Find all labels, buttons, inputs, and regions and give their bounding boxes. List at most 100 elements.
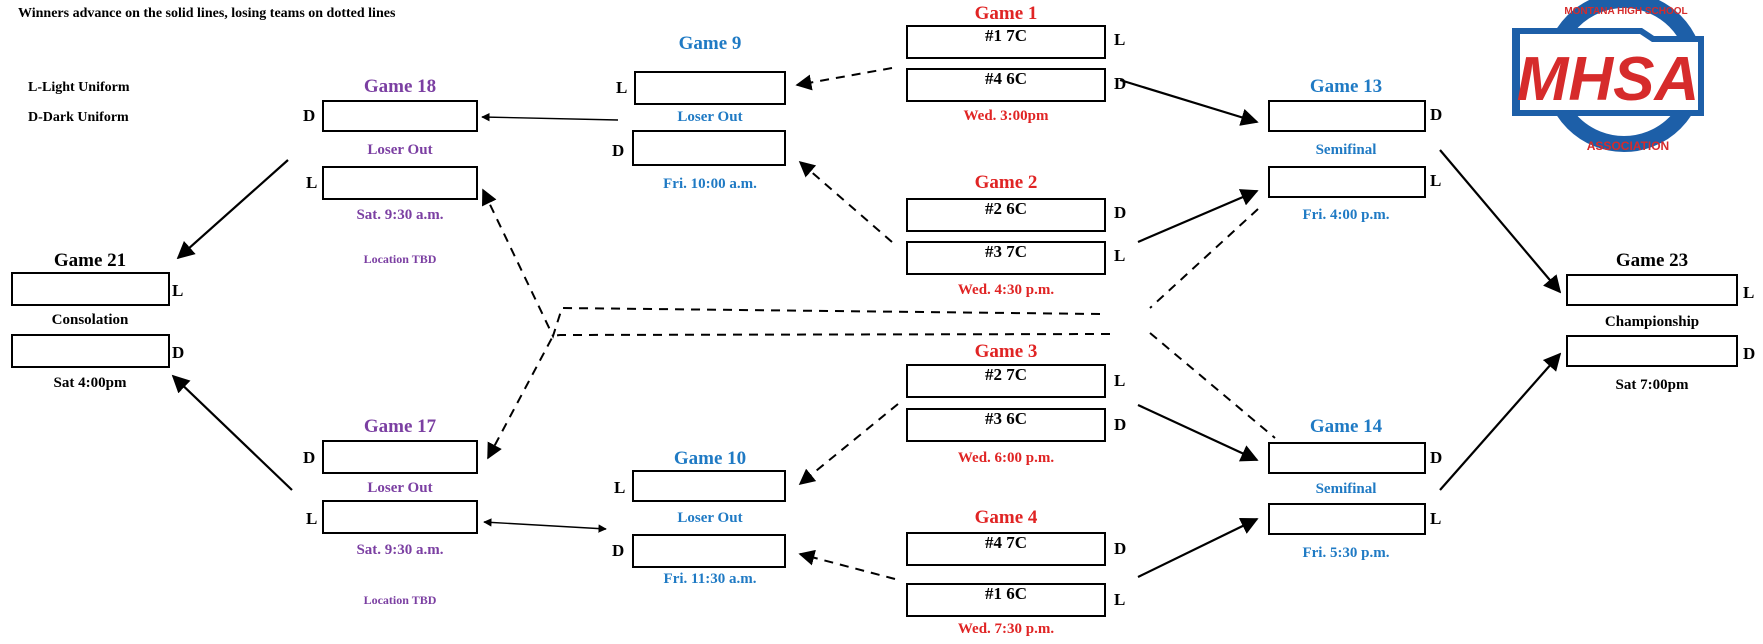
game-2-title: Game 2 bbox=[974, 172, 1038, 193]
game-13-side-2: L bbox=[1430, 171, 1442, 190]
game-23-side-2: D bbox=[1743, 344, 1756, 363]
winner-line-g1-g13 bbox=[1119, 78, 1259, 126]
game-10-slot-1[interactable] bbox=[632, 470, 786, 502]
svg-text:MONTANA HIGH SCHOOL: MONTANA HIGH SCHOOL bbox=[1564, 6, 1687, 17]
game-18-slot-2[interactable] bbox=[322, 166, 478, 200]
game-23-slot-1[interactable] bbox=[1566, 274, 1738, 306]
game-2-side-2: L bbox=[1114, 246, 1126, 265]
game-10-note: Loser Out bbox=[677, 510, 743, 526]
game-14-side-2: L bbox=[1430, 509, 1442, 528]
game-17-slot-1[interactable] bbox=[322, 440, 478, 474]
game-4-time: Wed. 7:30 p.m. bbox=[957, 621, 1055, 637]
game-1-title: Game 1 bbox=[974, 3, 1038, 24]
game-17-side-2: L bbox=[306, 509, 318, 528]
loser-line-g3-g10 bbox=[798, 403, 899, 486]
mhsa-logo: MHSA MONTANA HIGH SCHOOL ASSOCIATION bbox=[1504, 0, 1724, 160]
game-23-side-1: L bbox=[1743, 283, 1755, 302]
game-2-team-1[interactable]: #2 6C bbox=[906, 198, 1106, 232]
game-1-side-1: L bbox=[1114, 30, 1126, 49]
game-3-time: Wed. 6:00 p.m. bbox=[957, 450, 1055, 466]
game-1-team-1[interactable]: #1 7C bbox=[906, 25, 1106, 59]
game-17-title: Game 17 bbox=[363, 416, 437, 437]
logo-wordmark: MHSA bbox=[1517, 45, 1700, 114]
game-9-side-2: D bbox=[612, 141, 625, 160]
game-9-title: Game 9 bbox=[678, 33, 742, 54]
game-9-side-1: L bbox=[616, 78, 628, 97]
winner-line-g10-g17 bbox=[483, 518, 607, 533]
winner-line-g18-g21 bbox=[176, 159, 289, 260]
game-18-side-1: D bbox=[303, 106, 316, 125]
game-23-title: Game 23 bbox=[1615, 250, 1689, 271]
game-17-side-1: D bbox=[303, 448, 316, 467]
game-10-side-1: L bbox=[614, 478, 626, 497]
game-14-slot-1[interactable] bbox=[1268, 442, 1426, 474]
game-3-team-2[interactable]: #3 6C bbox=[906, 408, 1106, 442]
game-1-team-1-label: #1 7C bbox=[984, 26, 1028, 45]
game-3-side-2: D bbox=[1114, 415, 1127, 434]
game-14-time: Fri. 5:30 p.m. bbox=[1302, 545, 1390, 561]
winner-line-g3-g14 bbox=[1137, 404, 1259, 462]
game-4-side-2: L bbox=[1114, 590, 1126, 609]
game-18-side-2: L bbox=[306, 173, 318, 192]
game-10-time: Fri. 11:30 a.m. bbox=[663, 571, 757, 587]
game-3-team-2-label: #3 6C bbox=[984, 409, 1028, 428]
game-21-time: Sat 4:00pm bbox=[53, 375, 127, 391]
game-1-team-2[interactable]: #4 6C bbox=[906, 68, 1106, 102]
game-2-time: Wed. 4:30 p.m. bbox=[957, 282, 1055, 298]
game-14-note: Semifinal bbox=[1315, 481, 1377, 497]
game-3-team-1[interactable]: #2 7C bbox=[906, 364, 1106, 398]
game-21-slot-1[interactable] bbox=[11, 272, 170, 306]
game-2-side-1: D bbox=[1114, 203, 1127, 222]
game-10-title: Game 10 bbox=[673, 448, 747, 469]
game-4-team-2[interactable]: #1 6C bbox=[906, 583, 1106, 617]
game-14-side-1: D bbox=[1430, 448, 1443, 467]
mhsa-logo-graphic: MHSA MONTANA HIGH SCHOOL ASSOCIATION bbox=[1512, 0, 1704, 153]
game-17-location: Location TBD bbox=[363, 593, 437, 607]
game-4-team-1-label: #4 7C bbox=[984, 533, 1028, 552]
winner-line-g2-g13 bbox=[1137, 189, 1259, 244]
loser-line-g13-cross bbox=[1149, 208, 1259, 309]
game-13-slot-1[interactable] bbox=[1268, 100, 1426, 132]
game-3-side-1: L bbox=[1114, 371, 1126, 390]
loser-line-g13-g17 bbox=[487, 333, 1111, 460]
winner-line-g13-g23 bbox=[1439, 149, 1562, 294]
game-21-side-1: L bbox=[172, 281, 184, 300]
game-1-time: Wed. 3:00pm bbox=[963, 108, 1049, 124]
game-4-title: Game 4 bbox=[974, 507, 1038, 528]
loser-line-g14-g18 bbox=[482, 188, 1101, 339]
loser-line-g14-cross bbox=[1149, 332, 1276, 439]
game-23-time: Sat 7:00pm bbox=[1615, 377, 1689, 393]
game-10-slot-2[interactable] bbox=[632, 534, 786, 568]
game-10-side-2: D bbox=[612, 541, 625, 560]
game-9-slot-2[interactable] bbox=[632, 130, 786, 166]
game-23-slot-2[interactable] bbox=[1566, 335, 1738, 367]
loser-line-g1-g9 bbox=[795, 67, 893, 91]
game-2-team-1-label: #2 6C bbox=[984, 199, 1028, 218]
game-14-title: Game 14 bbox=[1309, 416, 1383, 437]
game-21-note: Consolation bbox=[51, 312, 129, 328]
game-13-note: Semifinal bbox=[1315, 142, 1377, 158]
game-21-side-2: D bbox=[172, 343, 185, 362]
game-21-title: Game 21 bbox=[53, 250, 127, 271]
winner-line-g9-g18 bbox=[481, 112, 619, 122]
svg-text:ASSOCIATION: ASSOCIATION bbox=[1587, 139, 1669, 153]
game-18-location: Location TBD bbox=[363, 252, 437, 266]
game-18-slot-1[interactable] bbox=[322, 100, 478, 132]
game-21-slot-2[interactable] bbox=[11, 334, 170, 368]
winner-line-g17-g21 bbox=[171, 374, 293, 491]
game-18-title: Game 18 bbox=[363, 76, 437, 97]
game-13-slot-2[interactable] bbox=[1268, 166, 1426, 198]
game-17-slot-2[interactable] bbox=[322, 500, 478, 534]
winner-line-g14-g23 bbox=[1439, 352, 1562, 491]
game-23-note: Championship bbox=[1604, 314, 1700, 330]
game-14-slot-2[interactable] bbox=[1268, 503, 1426, 535]
game-3-title: Game 3 bbox=[974, 341, 1038, 362]
game-4-team-1[interactable]: #4 7C bbox=[906, 532, 1106, 566]
game-1-team-2-label: #4 6C bbox=[984, 69, 1028, 88]
game-3-team-1-label: #2 7C bbox=[984, 365, 1028, 384]
game-13-side-1: D bbox=[1430, 105, 1443, 124]
game-9-time: Fri. 10:00 a.m. bbox=[663, 176, 757, 192]
game-9-slot-1[interactable] bbox=[634, 71, 786, 105]
game-2-team-2[interactable]: #3 7C bbox=[906, 241, 1106, 275]
